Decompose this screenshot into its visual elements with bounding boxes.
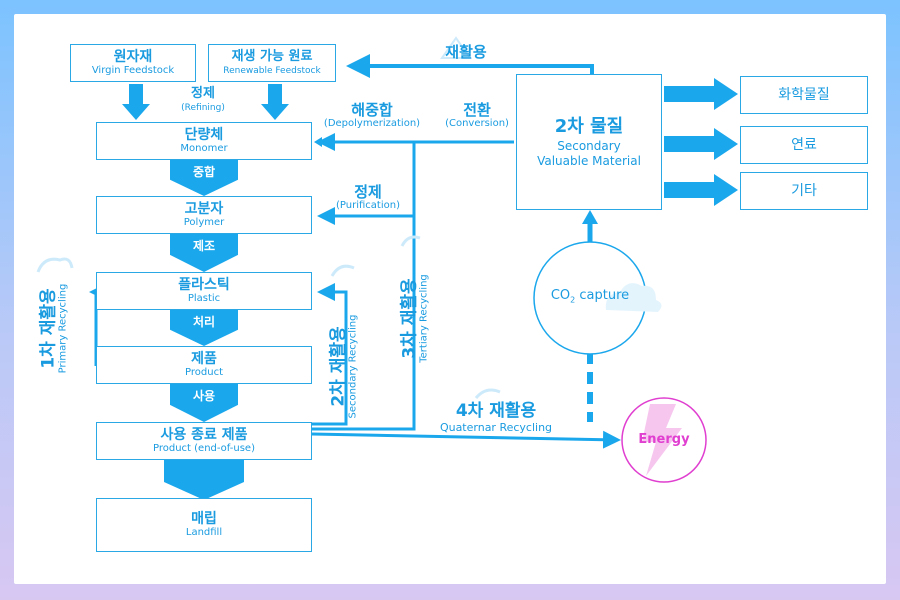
polymer-box: 고분자 Polymer [96, 196, 312, 234]
purification-en: (Purification) [336, 200, 400, 211]
secondary-loop [312, 283, 348, 426]
energy-label: Energy [624, 432, 704, 447]
secondary-recycling-kr: 2차 재활용 [328, 326, 349, 407]
co2-main: CO [550, 288, 571, 303]
output-other: 기타 [791, 183, 817, 199]
reuse-line [346, 54, 594, 78]
primary-recycling-en: Primary Recycling [57, 283, 69, 374]
virgin-down-arrow [122, 84, 150, 120]
recycle-decor-mid [400, 235, 421, 247]
monomer-box: 단량체 Monomer [96, 122, 312, 160]
output-other-box: 기타 [740, 172, 868, 210]
depolymerization-kr: 해중합 [351, 101, 393, 119]
reuse-label-text: 재활용 [445, 43, 487, 61]
co2-rest: capture [575, 288, 630, 303]
secondary-recycling-en: Secondary Recycling [347, 314, 359, 419]
landfill-en: Landfill [185, 527, 223, 538]
quaternary-line [311, 430, 621, 449]
plastic-box: 플라스틱 Plastic [96, 272, 312, 310]
secondary-recycling-label: 2차 재활용 Secondary Recycling [328, 301, 359, 433]
plastic-en: Plastic [187, 293, 221, 304]
renewable-feedstock-en: Renewable Feedstock [223, 66, 321, 76]
end-of-use-en: Product (end-of-use) [153, 443, 255, 454]
output-fuel-box: 연료 [740, 126, 868, 164]
output-arrow-3 [664, 174, 738, 206]
product-en: Product [185, 367, 223, 378]
conversion-kr: 전환 [463, 101, 491, 119]
conversion-label: 전환 (Conversion) [438, 102, 516, 130]
connector-layer [36, 36, 738, 483]
refining-kr: 정제 [191, 86, 215, 101]
monomer-kr: 단량체 [184, 127, 224, 143]
tertiary-recycling-en: Tertiary Recycling [418, 274, 430, 363]
monomer-en: Monomer [180, 143, 228, 154]
recycle-decor-left [36, 257, 74, 273]
co2-sub: 2 [570, 295, 576, 305]
output-fuel: 연료 [791, 137, 817, 153]
output-chemicals-box: 화학물질 [740, 76, 868, 114]
reuse-label: 재활용 [436, 44, 496, 60]
end-of-use-kr: 사용 종료 제품 [160, 427, 248, 443]
polymer-kr: 고분자 [184, 201, 224, 217]
end-of-use-box: 사용 종료 제품 Product (end-of-use) [96, 422, 312, 460]
product-kr: 제품 [191, 351, 217, 367]
output-arrow-1 [664, 78, 738, 110]
lightning-icon [642, 404, 682, 476]
landfill-kr: 매립 [191, 511, 217, 527]
primary-recycling-kr: 1차 재활용 [38, 288, 59, 369]
primary-recycling-label: 1차 재활용 Primary Recycling [38, 269, 69, 389]
output-chemicals: 화학물질 [778, 87, 830, 103]
diagram-canvas: 원자재 Virgin Feedstock 재생 가능 원료 Renewable … [14, 14, 886, 584]
purification-label: 정제 (Purification) [328, 184, 408, 212]
polymer-en: Polymer [183, 217, 225, 228]
recycle-decor-right [330, 264, 355, 277]
renewable-feedstock-box: 재생 가능 원료 Renewable Feedstock [208, 44, 336, 82]
secondary-material-box: 2차 물질 Secondary Valuable Material [516, 74, 662, 210]
co2-capture-label: CO2 capture [540, 288, 640, 305]
secondary-material-en1: Secondary [557, 139, 621, 153]
quaternary-recycling-label: 4차 재활용 Quaternar Recycling [426, 401, 566, 435]
virgin-feedstock-kr: 원자재 [113, 49, 153, 65]
tertiary-recycling-label: 3차 재활용 Tertiary Recycling [399, 254, 430, 384]
renewable-feedstock-kr: 재생 가능 원료 [231, 49, 313, 64]
cloud-icon [605, 283, 662, 312]
depolymerization-label: 해중합 (Depolymerization) [314, 102, 430, 130]
secondary-material-kr: 2차 물질 [554, 116, 624, 137]
quaternary-recycling-kr: 4차 재활용 [455, 401, 537, 421]
energy-text: Energy [638, 432, 690, 447]
secondary-material-en2: Valuable Material [537, 154, 641, 168]
refining-label: 정제 (Refining) [174, 86, 232, 114]
recycle-decor-top [440, 36, 472, 59]
purification-kr: 정제 [354, 183, 382, 201]
plastic-kr: 플라스틱 [178, 277, 230, 293]
virgin-feedstock-en: Virgin Feedstock [91, 65, 175, 76]
conversion-en: (Conversion) [445, 118, 509, 129]
renewable-down-arrow [261, 84, 289, 120]
tertiary-recycling-kr: 3차 재활용 [399, 278, 420, 359]
landfill-box: 매립 Landfill [96, 498, 312, 552]
depolymerization-en: (Depolymerization) [323, 118, 421, 129]
recycle-decor-bottom [474, 388, 501, 400]
refining-en: (Refining) [181, 103, 225, 113]
output-arrow-2 [664, 128, 738, 160]
product-box: 제품 Product [96, 346, 312, 384]
virgin-feedstock-box: 원자재 Virgin Feedstock [70, 44, 196, 82]
quaternary-recycling-en: Quaternar Recycling [439, 421, 553, 434]
